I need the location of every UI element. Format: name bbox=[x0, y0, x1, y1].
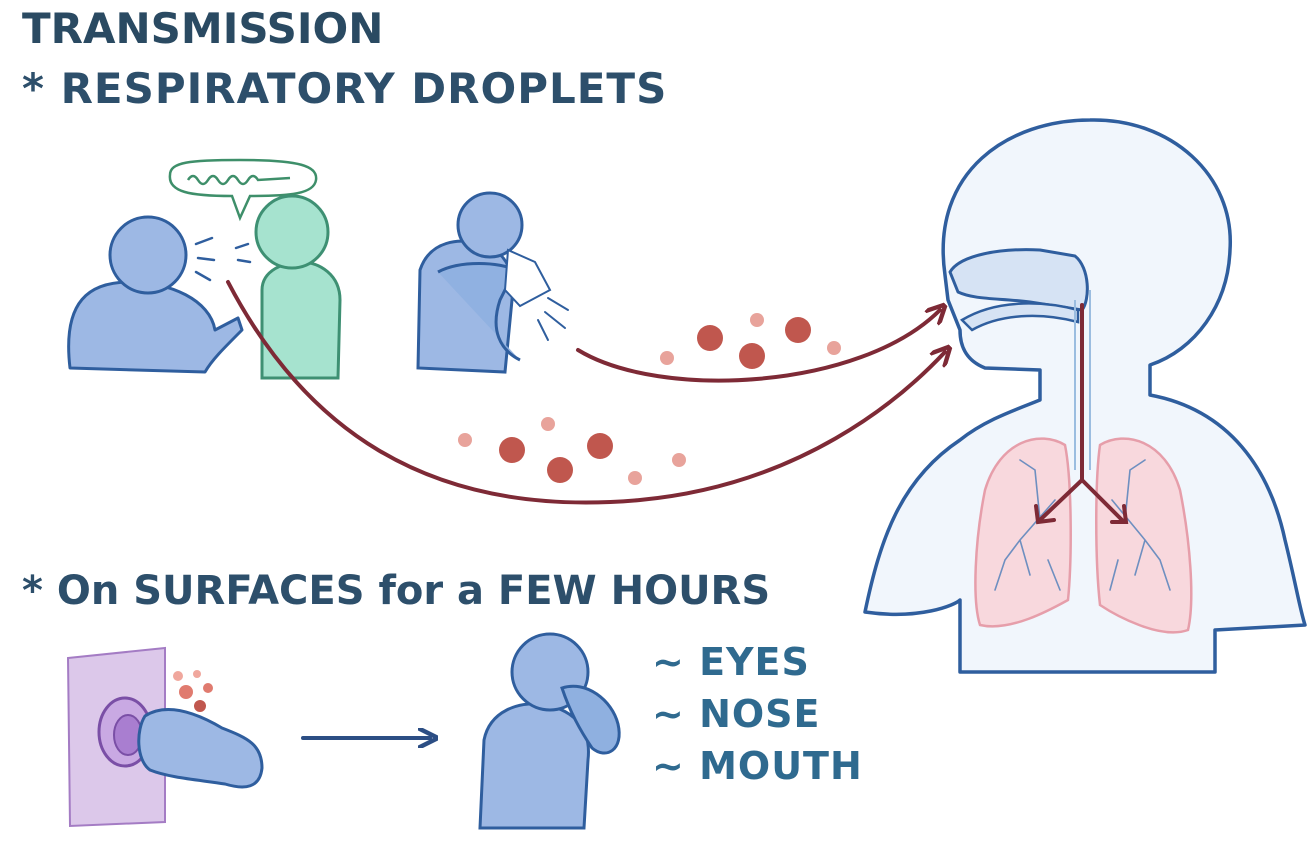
droplet bbox=[458, 433, 472, 447]
speech-bubble bbox=[168, 158, 318, 222]
virus-particle bbox=[785, 317, 811, 343]
droplet bbox=[660, 351, 674, 365]
droplet bbox=[173, 671, 183, 681]
tissue bbox=[503, 248, 552, 308]
droplet bbox=[541, 417, 555, 431]
face-touching-person bbox=[478, 632, 621, 830]
virus-particle bbox=[587, 433, 613, 459]
droplet bbox=[193, 670, 201, 678]
respiratory-droplets-heading: * RESPIRATORY DROPLETS bbox=[22, 64, 668, 113]
body-silhouette bbox=[863, 118, 1307, 674]
nasal-cavity bbox=[948, 248, 1089, 312]
droplet bbox=[203, 683, 213, 693]
door-with-handle bbox=[66, 646, 264, 828]
entry-mouth: ~ MOUTH bbox=[652, 744, 863, 788]
entry-eyes: ~ EYES bbox=[652, 640, 810, 684]
page-title: TRANSMISSION bbox=[22, 4, 384, 53]
droplet bbox=[750, 313, 764, 327]
bronchial-tree bbox=[994, 459, 1171, 591]
virus-particles bbox=[458, 313, 841, 485]
airflow-arrow bbox=[1038, 303, 1124, 522]
listening-person bbox=[254, 194, 342, 380]
human-anatomy bbox=[863, 118, 1307, 674]
droplet bbox=[827, 341, 841, 355]
virus-particle bbox=[697, 325, 723, 351]
droplet bbox=[194, 700, 206, 712]
surfaces-heading: * On SURFACES for a FEW HOURS bbox=[22, 568, 771, 614]
sneeze-droplet-arrow bbox=[576, 310, 940, 383]
virus-particle bbox=[499, 437, 525, 463]
droplet bbox=[628, 471, 642, 485]
speaking-person bbox=[67, 215, 252, 374]
droplet bbox=[672, 453, 686, 467]
virus-particle bbox=[739, 343, 765, 369]
trachea bbox=[1074, 290, 1091, 470]
entry-points-list: ~ EYES ~ NOSE ~ MOUTH bbox=[652, 636, 863, 792]
speech-droplet-arrow bbox=[226, 280, 945, 505]
virus-particle bbox=[547, 457, 573, 483]
entry-nose: ~ NOSE bbox=[652, 692, 821, 736]
sneezing-person bbox=[416, 191, 569, 374]
hand bbox=[137, 708, 264, 789]
mouth-cavity bbox=[959, 302, 1080, 332]
droplet bbox=[179, 685, 193, 699]
